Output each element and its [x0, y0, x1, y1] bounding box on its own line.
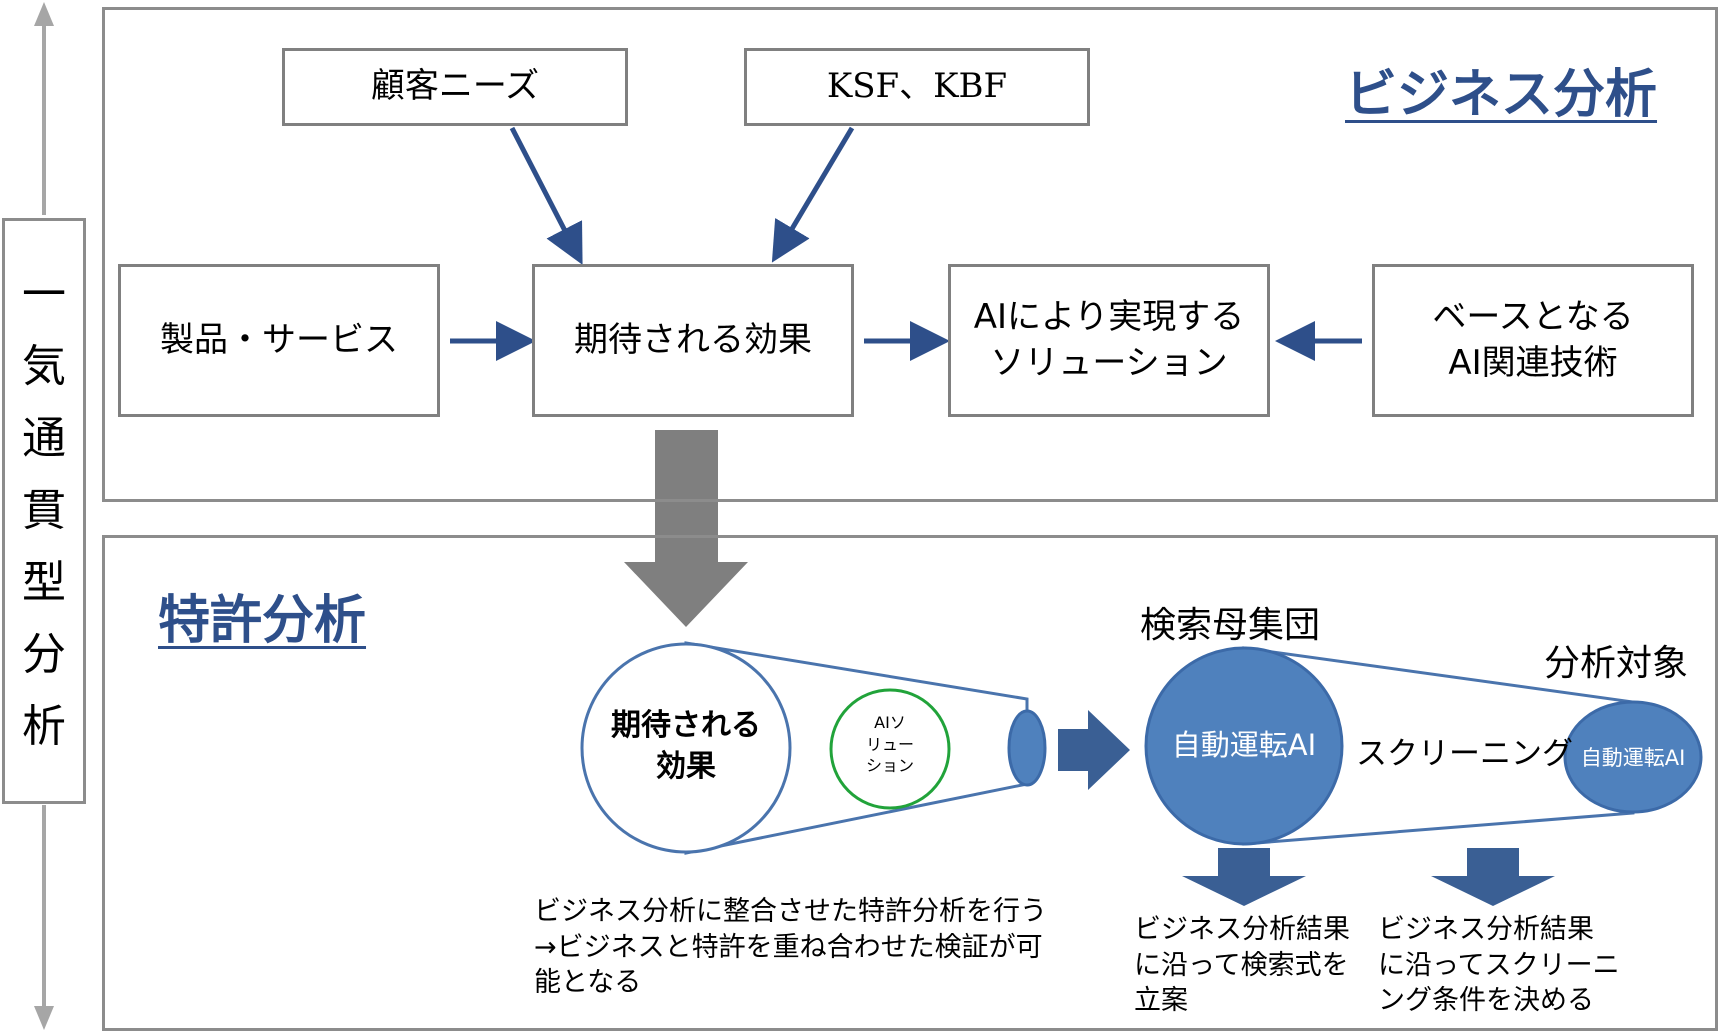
side-label-chars: 一気通貫型分析	[22, 269, 66, 752]
base-ai-tech-line-2: AI関連技術	[1448, 342, 1618, 383]
big-down-arrow	[624, 430, 748, 627]
funnel-end	[1007, 709, 1047, 787]
screening-label: スクリーニング	[1356, 736, 1573, 772]
ai-solution-small-line-2: リュー	[865, 734, 914, 754]
ai-solution-circle	[829, 688, 951, 810]
business-analysis-title: ビジネス分析	[1345, 65, 1658, 125]
side-label-text: 一気通貫型分析	[5, 221, 83, 801]
target-ai-label: 自動運転AI	[1580, 746, 1686, 770]
integration-note: ビジネス分析に整合させた特許分析を行う →ビジネスと特許を重ね合わせた検証が可 …	[534, 894, 1094, 1001]
side-vertical-arrow	[34, 2, 54, 1030]
ai-solution-line-1: AIにより実現する	[973, 296, 1245, 337]
population-ai-label: 自動運転AI	[1171, 728, 1317, 762]
expected-effect-label: 期待される効果	[574, 319, 812, 360]
search-population-label: 検索母集団	[1140, 605, 1321, 646]
expected-effect-box: 期待される効果	[532, 264, 854, 417]
patent-analysis-panel	[102, 535, 1718, 1031]
screening-note-line-3: ング条件を決める	[1378, 985, 1594, 1017]
query-note-line-1: ビジネス分析結果	[1134, 914, 1350, 945]
base-ai-tech-line-1: ベースとなる	[1432, 296, 1634, 337]
products-services-box: 製品・サービス	[118, 264, 440, 417]
ai-solution-line-2: ソリューション	[990, 342, 1228, 383]
customer-needs-box: 顧客ニーズ	[282, 48, 628, 126]
integration-note-line-3: 能となる	[534, 967, 642, 999]
base-ai-tech-box: ベースとなる AI関連技術	[1372, 264, 1694, 417]
patent-expected-effect-text: 期待される 効果	[586, 706, 786, 787]
ksf-kbf-label: KSF、KBF	[826, 66, 1008, 107]
screening-down-arrow	[1431, 848, 1555, 906]
ksf-kbf-box: KSF、KBF	[744, 48, 1090, 126]
query-note-line-3: 立案	[1134, 985, 1188, 1017]
side-label-char: 分	[22, 628, 66, 680]
side-label-char: 貫	[22, 485, 66, 537]
ai-solution-box: AIにより実現する ソリューション	[948, 264, 1270, 417]
query-down-arrow	[1182, 848, 1306, 906]
patent-effect-line-1: 期待される	[611, 708, 761, 743]
analysis-target-label: 分析対象	[1544, 643, 1689, 684]
screening-note-line-1: ビジネス分析結果	[1378, 914, 1594, 945]
side-label-char: 型	[22, 556, 66, 608]
integration-note-line-1: ビジネス分析に整合させた特許分析を行う	[534, 896, 1047, 927]
patent-effect-line-2: 効果	[656, 748, 716, 784]
population-circle	[1144, 646, 1344, 846]
to-population-arrow	[1058, 710, 1130, 790]
screening-note-line-2: に沿ってスクリーニ	[1378, 949, 1620, 981]
ai-solution-small-text: AIソ リュー ション	[840, 712, 940, 777]
arrow-needs-to-effect	[509, 126, 583, 265]
screening-note: ビジネス分析結果 に沿ってスクリーニ ング条件を決める	[1378, 912, 1638, 1019]
query-note-line-2: に沿って検索式を	[1134, 949, 1349, 981]
arrow-ksf-to-effect	[771, 126, 855, 263]
products-services-label: 製品・サービス	[160, 319, 398, 360]
target-ellipse	[1563, 700, 1703, 814]
integration-note-line-2: →ビジネスと特許を重ね合わせた検証が可	[534, 931, 1043, 963]
ai-solution-small-line-1: AIソ	[874, 713, 906, 732]
business-analysis-panel	[102, 7, 1718, 502]
effect-circle	[580, 642, 792, 854]
customer-needs-label: 顧客ニーズ	[370, 66, 540, 107]
side-label-char: 通	[22, 413, 66, 465]
side-label-char: 一	[22, 269, 66, 321]
side-label-char: 気	[22, 341, 66, 393]
query-note: ビジネス分析結果 に沿って検索式を 立案	[1134, 912, 1374, 1019]
ai-solution-small-line-3: ション	[865, 756, 914, 776]
side-label-char: 析	[22, 700, 66, 752]
patent-analysis-title: 特許分析	[158, 591, 367, 651]
side-label-box: 一気通貫型分析	[2, 218, 86, 804]
